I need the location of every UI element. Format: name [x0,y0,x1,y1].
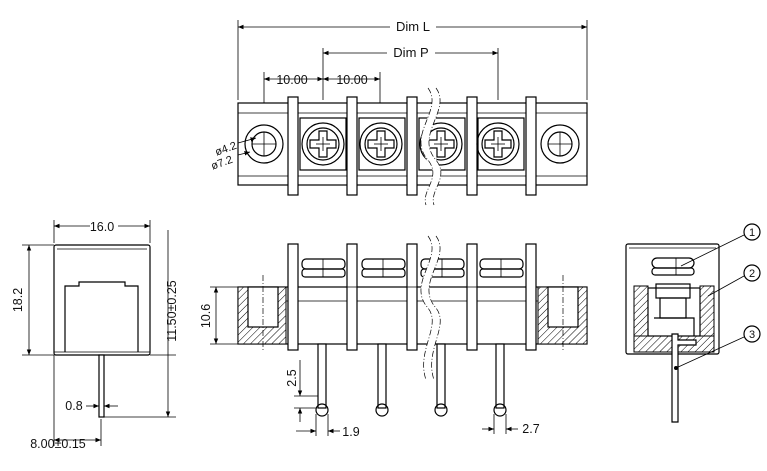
pitch-label-1: 10.00 [276,73,307,87]
side-view-right: 1 2 3 [625,223,761,423]
callout-1: 1 [749,227,755,239]
pin-dia-label: 1.9 [342,425,359,439]
pin-width-label: 0.8 [65,399,82,413]
width-label: 16.0 [90,220,114,234]
pitch-label-2: 10.00 [336,73,367,87]
callout-2: 2 [749,268,755,280]
block-height-label: 10.6 [199,304,213,328]
hole-large-label: ø7.2 [210,154,235,173]
pin-length-label: 11.50±0.25 [165,280,179,342]
height-label: 18.2 [11,288,25,312]
front-view: 10.6 2.5 1.9 2.7 [199,233,588,439]
side-view-left: 16.0 18.2 11.50±0.25 0.8 8.00±0.15 [11,218,179,451]
pin-step-label: 2.5 [285,369,299,386]
pin-pitch-label: 2.7 [522,422,539,436]
dim-l-label: Dim L [396,19,430,34]
dim-p-label: Dim P [393,45,428,60]
pin-offset-label: 8.00±0.15 [30,437,86,451]
callout-3: 3 [749,329,755,341]
top-view: Dim L Dim P 10.00 10.00 [210,19,588,207]
